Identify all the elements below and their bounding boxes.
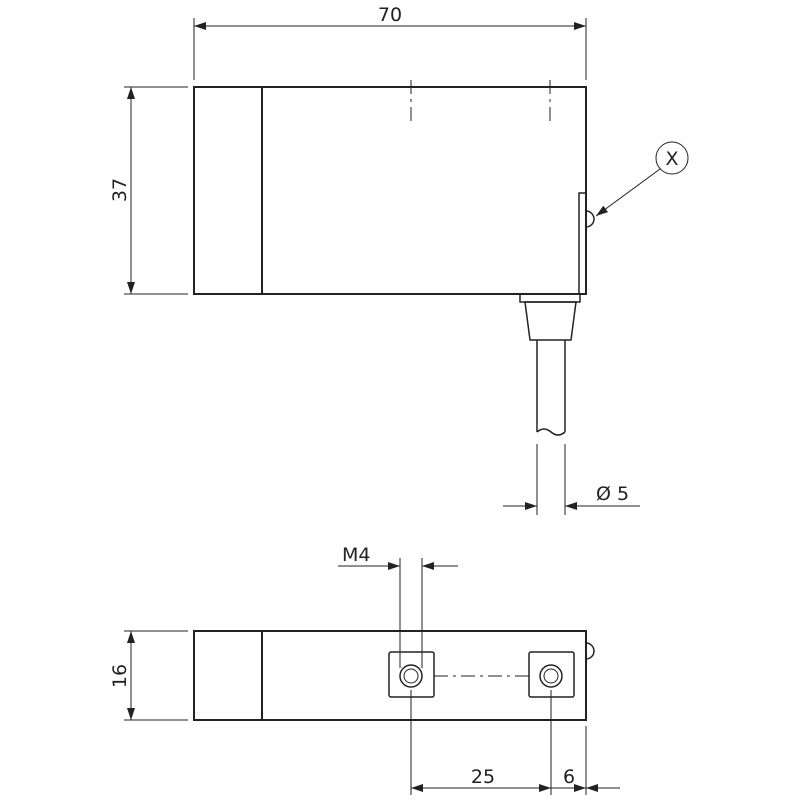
- width-dimension: 70: [193, 4, 587, 80]
- side-height-dimension: 16: [109, 630, 188, 721]
- width-label: 70: [378, 4, 402, 26]
- sensor-side-outline: [193, 630, 587, 721]
- bottom-view: M4 16 25 6: [109, 544, 620, 795]
- edge-offset-label: 6: [563, 766, 575, 788]
- hole-spacing-dimension: 25: [410, 690, 587, 795]
- detail-marker-label: X: [665, 148, 678, 170]
- cable-assembly: [519, 293, 581, 436]
- hole-center-marks: [393, 80, 569, 125]
- hole-spacing-label: 25: [471, 766, 495, 788]
- cable-gland-nut: [519, 293, 581, 303]
- detail-marker: X: [595, 141, 689, 217]
- led-indicator-side: [585, 642, 595, 660]
- top-view: X 70 37: [109, 4, 689, 515]
- cable-diameter-dimension: Ø 5: [503, 444, 640, 515]
- sensor-body-outline: [193, 86, 587, 295]
- thread-dimension: M4: [338, 544, 458, 668]
- thread-label: M4: [342, 544, 370, 566]
- led-indicator: [585, 210, 595, 228]
- edge-offset-dimension: 6: [551, 766, 620, 792]
- cable-gland-body: [524, 301, 577, 341]
- height-dimension: 37: [109, 86, 188, 295]
- cable-break: [536, 428, 566, 436]
- side-height-label: 16: [109, 664, 131, 688]
- cable-diameter-label: Ø 5: [596, 483, 629, 505]
- side-plate: [578, 192, 587, 295]
- height-label: 37: [109, 178, 131, 202]
